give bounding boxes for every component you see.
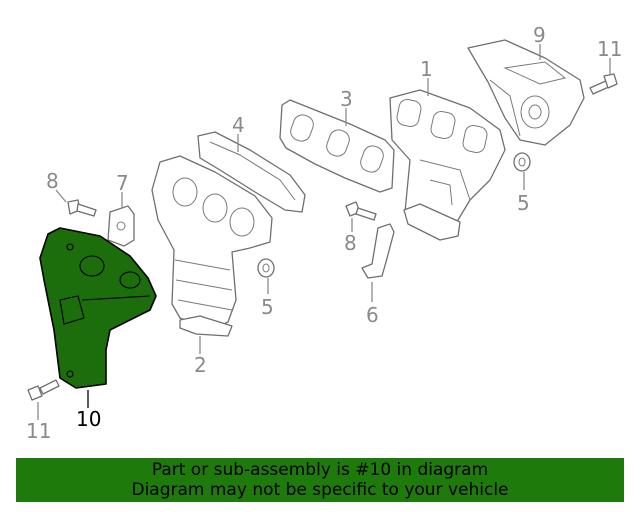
callout-9: 9 (533, 23, 546, 47)
part-10-heat-shield-highlighted[interactable] (39, 227, 157, 389)
part-7-gasket[interactable] (107, 205, 135, 247)
callout-5-middle: 5 (261, 295, 274, 319)
part-5-nut-a[interactable] (257, 258, 275, 278)
callout-1: 1 (420, 57, 433, 81)
callout-10: 10 (76, 407, 101, 431)
callout-7: 7 (116, 171, 129, 195)
callout-5-right: 5 (517, 191, 530, 215)
part-2-catalytic-manifold[interactable] (151, 155, 273, 337)
callout-11-lower: 11 (26, 419, 51, 443)
part-5-nut-b[interactable] (513, 152, 531, 172)
callout-11-upper: 11 (597, 37, 622, 61)
part-11-bolt-upper[interactable] (589, 73, 618, 95)
callout-8-middle: 8 (344, 231, 357, 255)
part-1-exhaust-manifold[interactable] (389, 89, 506, 241)
callout-3: 3 (340, 87, 353, 111)
info-banner: Part or sub-assembly is #10 in diagram D… (16, 458, 624, 502)
part-11-bolt-lower[interactable] (27, 379, 60, 401)
callout-6: 6 (366, 303, 379, 327)
part-6-bracket[interactable] (361, 223, 395, 279)
leader-lines (37, 44, 611, 420)
part-3-gasket[interactable] (279, 99, 395, 193)
banner-line-1: Part or sub-assembly is #10 in diagram (151, 460, 489, 480)
part-8-bolt-left[interactable] (67, 199, 97, 217)
callout-8-left: 8 (46, 169, 59, 193)
callout-4: 4 (232, 113, 245, 137)
callout-2: 2 (194, 353, 207, 377)
part-8-bolt-middle[interactable] (345, 201, 377, 221)
part-9-heat-shield[interactable] (467, 39, 585, 146)
banner-line-2: Diagram may not be specific to your vehi… (131, 480, 509, 500)
